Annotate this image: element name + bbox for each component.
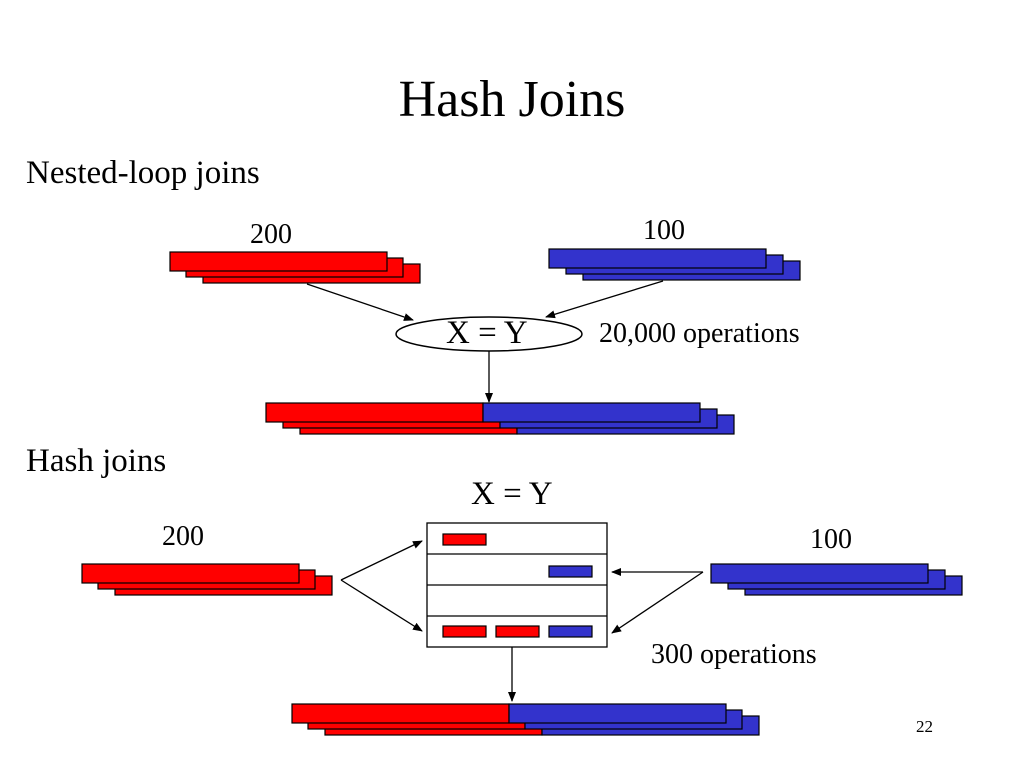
hash-right-arrow-lower — [611, 571, 704, 634]
nested-result-1-right — [482, 402, 701, 423]
hash-left-count: 200 — [162, 521, 204, 552]
hash-right-relation-stack — [710, 563, 963, 596]
bucket-4-red-entry-1 — [442, 625, 487, 638]
hash-join-condition: X = Y — [471, 476, 553, 512]
hash-result-1-left — [291, 703, 510, 724]
join-condition-ellipse — [395, 316, 583, 352]
nested-loop-heading: Nested-loop joins — [26, 155, 260, 191]
hash-left-arrow-upper — [340, 540, 423, 581]
hash-left-arrow-lower — [340, 579, 423, 632]
bucket-2-blue-entry — [548, 565, 593, 578]
nested-result-1-left — [265, 402, 484, 423]
nested-right-arrow — [545, 280, 664, 319]
nested-left-relation-stack — [169, 251, 421, 284]
nested-right-record-1 — [548, 248, 767, 269]
nested-operations-count: 20,000 operations — [599, 318, 800, 349]
slide-title: Hash Joins — [398, 71, 626, 128]
hash-right-count: 100 — [810, 524, 852, 555]
nested-left-record-1 — [169, 251, 388, 272]
hash-operations-count: 300 operations — [651, 639, 817, 670]
nested-right-relation-stack — [548, 248, 801, 281]
nested-right-count: 100 — [643, 215, 685, 246]
nested-join-condition: X = Y — [446, 315, 528, 351]
hash-left-relation-stack — [81, 563, 333, 596]
nested-left-count: 200 — [250, 219, 292, 250]
hash-right-record-1 — [710, 563, 929, 584]
bucket-1-red-entry — [442, 533, 487, 546]
bucket-4-red-entry-2 — [495, 625, 540, 638]
hash-left-record-1 — [81, 563, 300, 584]
nested-result-stack — [265, 402, 735, 435]
page-number: 22 — [916, 717, 933, 736]
hash-result-1-right — [508, 703, 727, 724]
hash-result-stack — [291, 703, 760, 736]
bucket-4-blue-entry — [548, 625, 593, 638]
nested-left-arrow — [306, 283, 414, 321]
hash-join-heading: Hash joins — [26, 443, 167, 479]
hash-table — [426, 522, 608, 648]
